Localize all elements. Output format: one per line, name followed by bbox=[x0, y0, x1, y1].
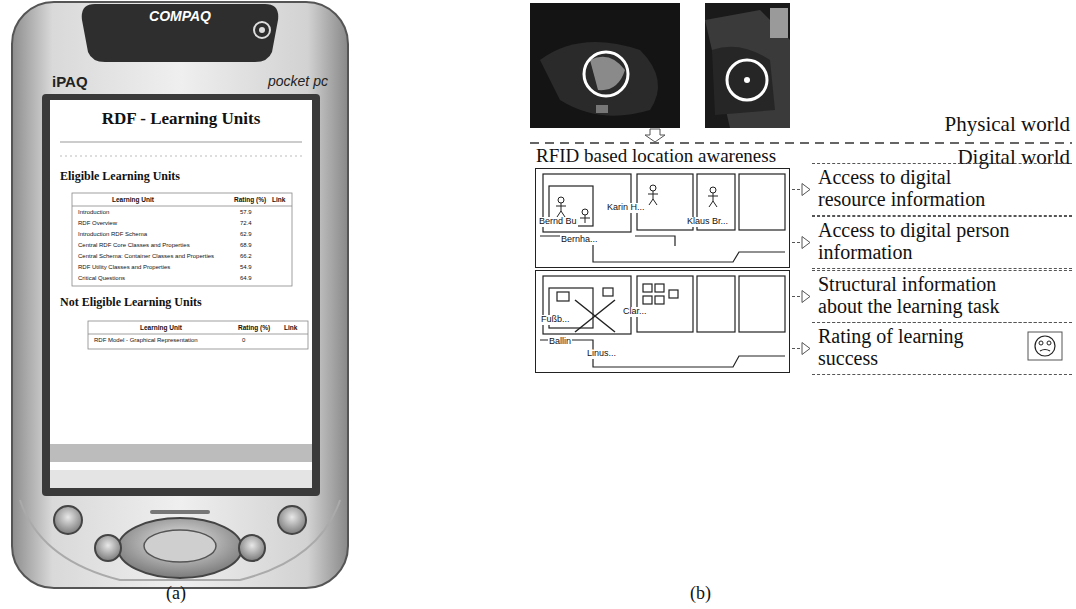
person-name: Karin H... bbox=[606, 203, 646, 213]
label-text: pocket pc bbox=[268, 74, 328, 89]
box-text: Structural information about the learnin… bbox=[818, 273, 1023, 318]
box-text: Rating of learning success bbox=[818, 325, 968, 370]
label-text: 62.9 bbox=[240, 231, 252, 238]
smiley-icon bbox=[1028, 332, 1062, 360]
arrow-head bbox=[802, 291, 810, 303]
label-text: RFID based location awareness bbox=[536, 146, 776, 167]
connector-line bbox=[792, 242, 802, 243]
label-text: COMPAQ bbox=[135, 9, 225, 24]
label-text: (b) bbox=[690, 584, 711, 604]
label-text: Learning Unit bbox=[140, 324, 182, 331]
label-text: Physical world bbox=[945, 113, 1070, 136]
hollow-arrow bbox=[645, 129, 665, 142]
label-text: Rating (%) bbox=[238, 324, 270, 331]
arrow-head bbox=[802, 237, 810, 249]
label-text: 0 bbox=[242, 337, 245, 344]
connector bbox=[792, 291, 810, 303]
connector bbox=[792, 184, 810, 196]
person-name: Klaus Br... bbox=[686, 217, 729, 227]
label-text: 66.2 bbox=[240, 253, 252, 260]
connector bbox=[792, 343, 810, 355]
label-text: Central RDF Core Classes and Properties bbox=[78, 242, 190, 249]
info-box: Access to digital person information bbox=[812, 216, 1072, 269]
photo-illustration bbox=[530, 3, 790, 128]
label-text: Critical Questions bbox=[78, 275, 125, 282]
label-text: RDF Overview bbox=[78, 220, 117, 227]
label-text: Rating (%) bbox=[234, 196, 266, 203]
connector-line bbox=[792, 189, 802, 190]
label-text: 72.4 bbox=[240, 220, 252, 227]
label-text: RDF - Learning Units bbox=[50, 110, 312, 129]
pda-illustration bbox=[12, 2, 348, 588]
box-text: Access to digital person information bbox=[818, 219, 1023, 264]
person-name: Fußb... bbox=[540, 315, 571, 325]
label-text: 54.9 bbox=[240, 264, 252, 271]
label-text: iPAQ bbox=[52, 74, 88, 91]
floor-plan-map: Fußb... BallinLinus... Clar... bbox=[535, 270, 790, 373]
label-text: Introduction RDF Schema bbox=[78, 231, 147, 238]
label-text: Link bbox=[272, 196, 285, 203]
connector-line bbox=[792, 348, 802, 349]
label-text: Eligible Learning Units bbox=[60, 170, 180, 183]
arrow-head bbox=[802, 184, 810, 196]
label-text: 64.9 bbox=[240, 275, 252, 282]
divider-line bbox=[530, 142, 1072, 144]
person-name: Linus... bbox=[586, 349, 617, 359]
label-text: (a) bbox=[166, 584, 186, 604]
info-box: Structural information about the learnin… bbox=[812, 270, 1072, 323]
connector-line bbox=[792, 296, 802, 297]
person-name: Bernha... bbox=[560, 235, 599, 245]
person-name: Clar... bbox=[622, 307, 648, 317]
label-text: Link bbox=[284, 324, 297, 331]
label-text: Learning Unit bbox=[112, 196, 154, 203]
person-name: Ballin bbox=[548, 337, 572, 347]
label-text: RDF Model - Graphical Representation bbox=[94, 337, 198, 344]
info-box: Rating of learning success bbox=[812, 322, 1072, 375]
label-text: Introduction bbox=[78, 209, 109, 216]
label-text: Central Schema: Container Classes and Pr… bbox=[78, 253, 214, 260]
box-text: Access to digital resource information bbox=[818, 166, 1023, 211]
label-text: 57.9 bbox=[240, 209, 252, 216]
arrow-head bbox=[802, 343, 810, 355]
connector bbox=[792, 237, 810, 249]
person-name: Bernd Bu bbox=[538, 217, 578, 227]
label-text: Digital world bbox=[957, 146, 1070, 169]
label-text: 68.9 bbox=[240, 242, 252, 249]
floor-plan-map: Bernd Bu Karin H... Klaus Br... Bernha... bbox=[535, 168, 790, 268]
label-text: RDF Utility Classes and Properties bbox=[78, 264, 170, 271]
info-box: Access to digital resource information bbox=[812, 163, 1072, 216]
floor-plan bbox=[540, 276, 785, 367]
label-text: Not Eligible Learning Units bbox=[60, 296, 202, 309]
